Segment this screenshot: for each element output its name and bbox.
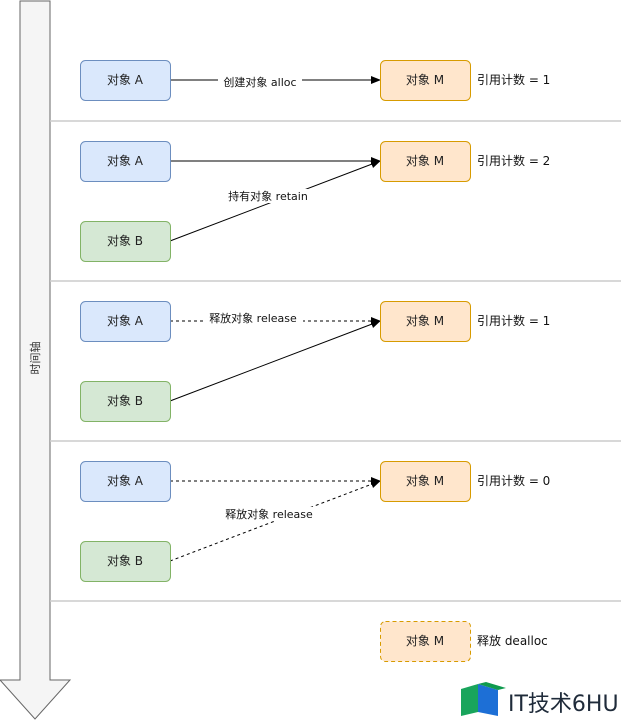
object-m-box — [380, 621, 471, 662]
stage-dividers — [50, 120, 621, 602]
object-a-box — [80, 301, 171, 342]
object-b-box — [80, 221, 171, 262]
object-m-box — [380, 461, 471, 502]
object-a-label: 对象 A — [107, 154, 144, 168]
edge-label: 持有对象 retain — [228, 189, 308, 203]
object-a-label: 对象 A — [107, 474, 144, 488]
stage-1: 创建对象 alloc 对象 A 对象 M 引用计数 = 1 — [80, 60, 550, 101]
edge-label: 创建对象 alloc — [223, 75, 296, 89]
edge-label-background — [222, 189, 314, 203]
reference-count-label: 释放 dealloc — [477, 633, 548, 648]
edge-label: 释放对象 release — [225, 507, 313, 521]
edge-label-background — [219, 507, 319, 521]
stage-5: 对象 M 释放 dealloc — [380, 621, 548, 662]
object-b-label: 对象 B — [107, 234, 143, 248]
reference-count-label: 引用计数 = 2 — [477, 153, 550, 168]
stage-2: 持有对象 retain 对象 A 对象 B 对象 M 引用计数 = 2 — [80, 141, 550, 262]
object-b-label: 对象 B — [107, 394, 143, 408]
object-m-label: 对象 M — [406, 634, 444, 648]
edge-label-background — [203, 311, 303, 325]
stages-layer: 创建对象 alloc 对象 A 对象 M 引用计数 = 1 持有对象 retain 对象 … — [80, 60, 550, 662]
reference-count-label: 引用计数 = 1 — [477, 72, 550, 87]
timeline-arrow — [0, 0, 72, 720]
object-m-label: 对象 M — [406, 154, 444, 168]
object-m-label: 对象 M — [406, 474, 444, 488]
object-b-box — [80, 381, 171, 422]
arrow-b-to-m — [169, 320, 381, 402]
watermark: IT技术6HU — [461, 682, 619, 717]
edge-label: 释放对象 release — [209, 311, 297, 325]
timeline-label: 时间轴 — [28, 342, 42, 375]
object-m-label: 对象 M — [406, 73, 444, 87]
object-m-box — [380, 141, 471, 182]
object-m-box — [380, 301, 471, 342]
object-a-box — [80, 461, 171, 502]
watermark-logo-icon — [461, 682, 506, 716]
watermark-text: IT技术6HU — [508, 692, 619, 717]
stage-3: 释放对象 release 对象 A 对象 B 对象 M 引用计数 = 1 — [80, 301, 550, 422]
object-a-box — [80, 60, 171, 101]
edge-label-background — [218, 75, 302, 89]
object-b-box — [80, 541, 171, 582]
reference-count-label: 引用计数 = 0 — [477, 473, 550, 488]
dashed-arrow-b-to-m — [169, 480, 381, 562]
object-a-label: 对象 A — [107, 314, 144, 328]
object-a-label: 对象 A — [107, 73, 144, 87]
timeline-axis: 时间轴 — [0, 0, 72, 720]
stage-4: 释放对象 release 对象 A 对象 B 对象 M 引用计数 = 0 — [80, 461, 550, 582]
object-b-label: 对象 B — [107, 554, 143, 568]
reference-count-label: 引用计数 = 1 — [477, 313, 550, 328]
object-m-box — [380, 60, 471, 101]
object-a-box — [80, 141, 171, 182]
object-m-label: 对象 M — [406, 314, 444, 328]
